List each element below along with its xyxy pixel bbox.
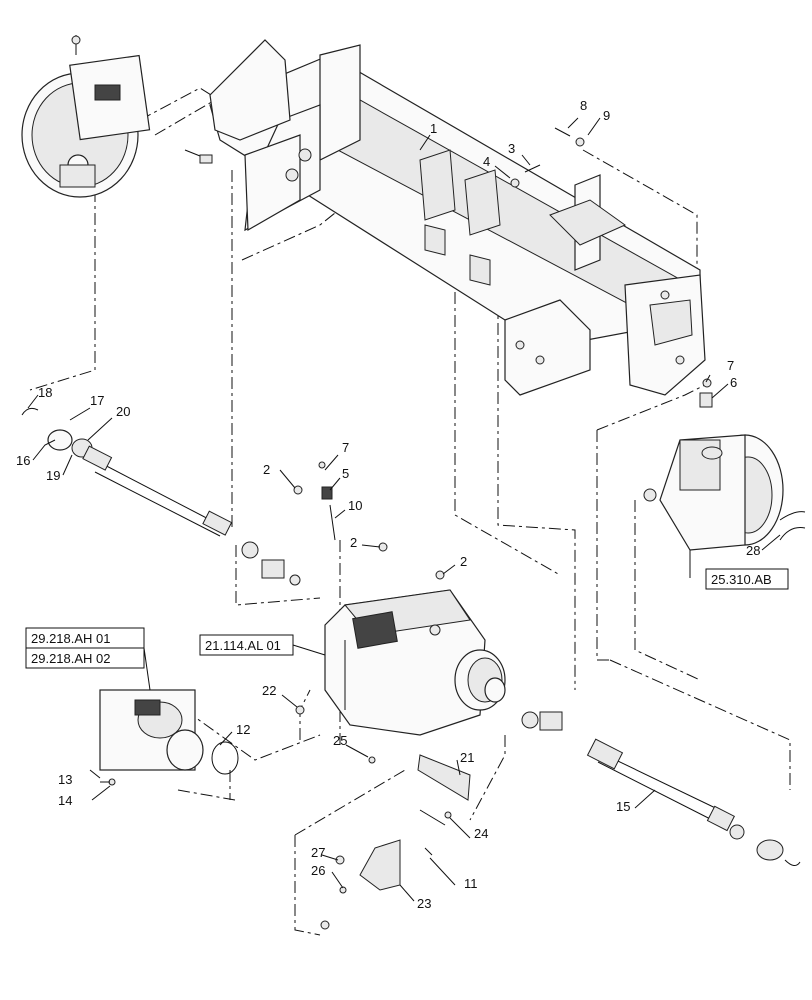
callout-11: 11 [464, 876, 478, 891]
callout-21: 21 [460, 750, 474, 765]
assembly-lines [29, 87, 791, 936]
small-hardware [89, 127, 713, 930]
reference-final-drive-box[interactable]: 25.310.AB [705, 568, 789, 590]
callout-17: 17 [90, 393, 104, 408]
callout-4: 4 [483, 154, 490, 169]
callout-7-right: 7 [727, 358, 734, 373]
callout-23: 23 [417, 896, 431, 911]
right-final-drive [643, 434, 806, 551]
callout-6: 6 [730, 375, 737, 390]
reference-pump-2-box[interactable]: 29.218.AH 02 [25, 647, 145, 669]
callout-7-center: 7 [342, 440, 349, 455]
callout-5: 5 [342, 466, 349, 481]
callout-16: 16 [16, 453, 30, 468]
callout-numbers: 1 2 2 2 3 4 5 6 7 7 8 9 10 11 12 13 14 1… [16, 98, 760, 911]
callout-22: 22 [262, 683, 276, 698]
callout-2-middle: 2 [350, 535, 357, 550]
callout-24: 24 [474, 826, 488, 841]
callout-3: 3 [508, 141, 515, 156]
callout-13: 13 [58, 772, 72, 787]
callout-25: 25 [333, 733, 347, 748]
reference-pump-1-label: 29.218.AH 01 [31, 631, 111, 646]
reference-pump-1-box[interactable]: 29.218.AH 01 [25, 627, 145, 649]
callout-20: 20 [116, 404, 130, 419]
callout-18: 18 [38, 385, 52, 400]
callout-27: 27 [311, 845, 325, 860]
callout-19: 19 [46, 468, 60, 483]
reference-final-drive-label: 25.310.AB [711, 572, 772, 587]
callout-10: 10 [348, 498, 362, 513]
center-gearbox [324, 589, 506, 736]
reference-pump-2-label: 29.218.AH 02 [31, 651, 111, 666]
reference-gearbox-label: 21.114.AL 01 [205, 638, 281, 653]
hydraulic-pump [99, 689, 239, 775]
axle-frame [209, 39, 706, 396]
reference-gearbox-box[interactable]: 21.114.AL 01 [199, 634, 294, 656]
callout-28: 28 [746, 543, 760, 558]
callout-9: 9 [603, 108, 610, 123]
callout-2-lower: 2 [460, 554, 467, 569]
callout-8: 8 [580, 98, 587, 113]
right-drive-shaft [521, 711, 801, 866]
left-final-drive [21, 35, 151, 198]
callout-14: 14 [58, 793, 72, 808]
callout-12: 12 [236, 722, 250, 737]
leader-lines [27, 117, 781, 902]
callout-26: 26 [311, 863, 325, 878]
callout-15: 15 [616, 799, 630, 814]
left-drive-shaft [21, 407, 301, 586]
callout-2-upper: 2 [263, 462, 270, 477]
callout-1: 1 [430, 121, 437, 136]
